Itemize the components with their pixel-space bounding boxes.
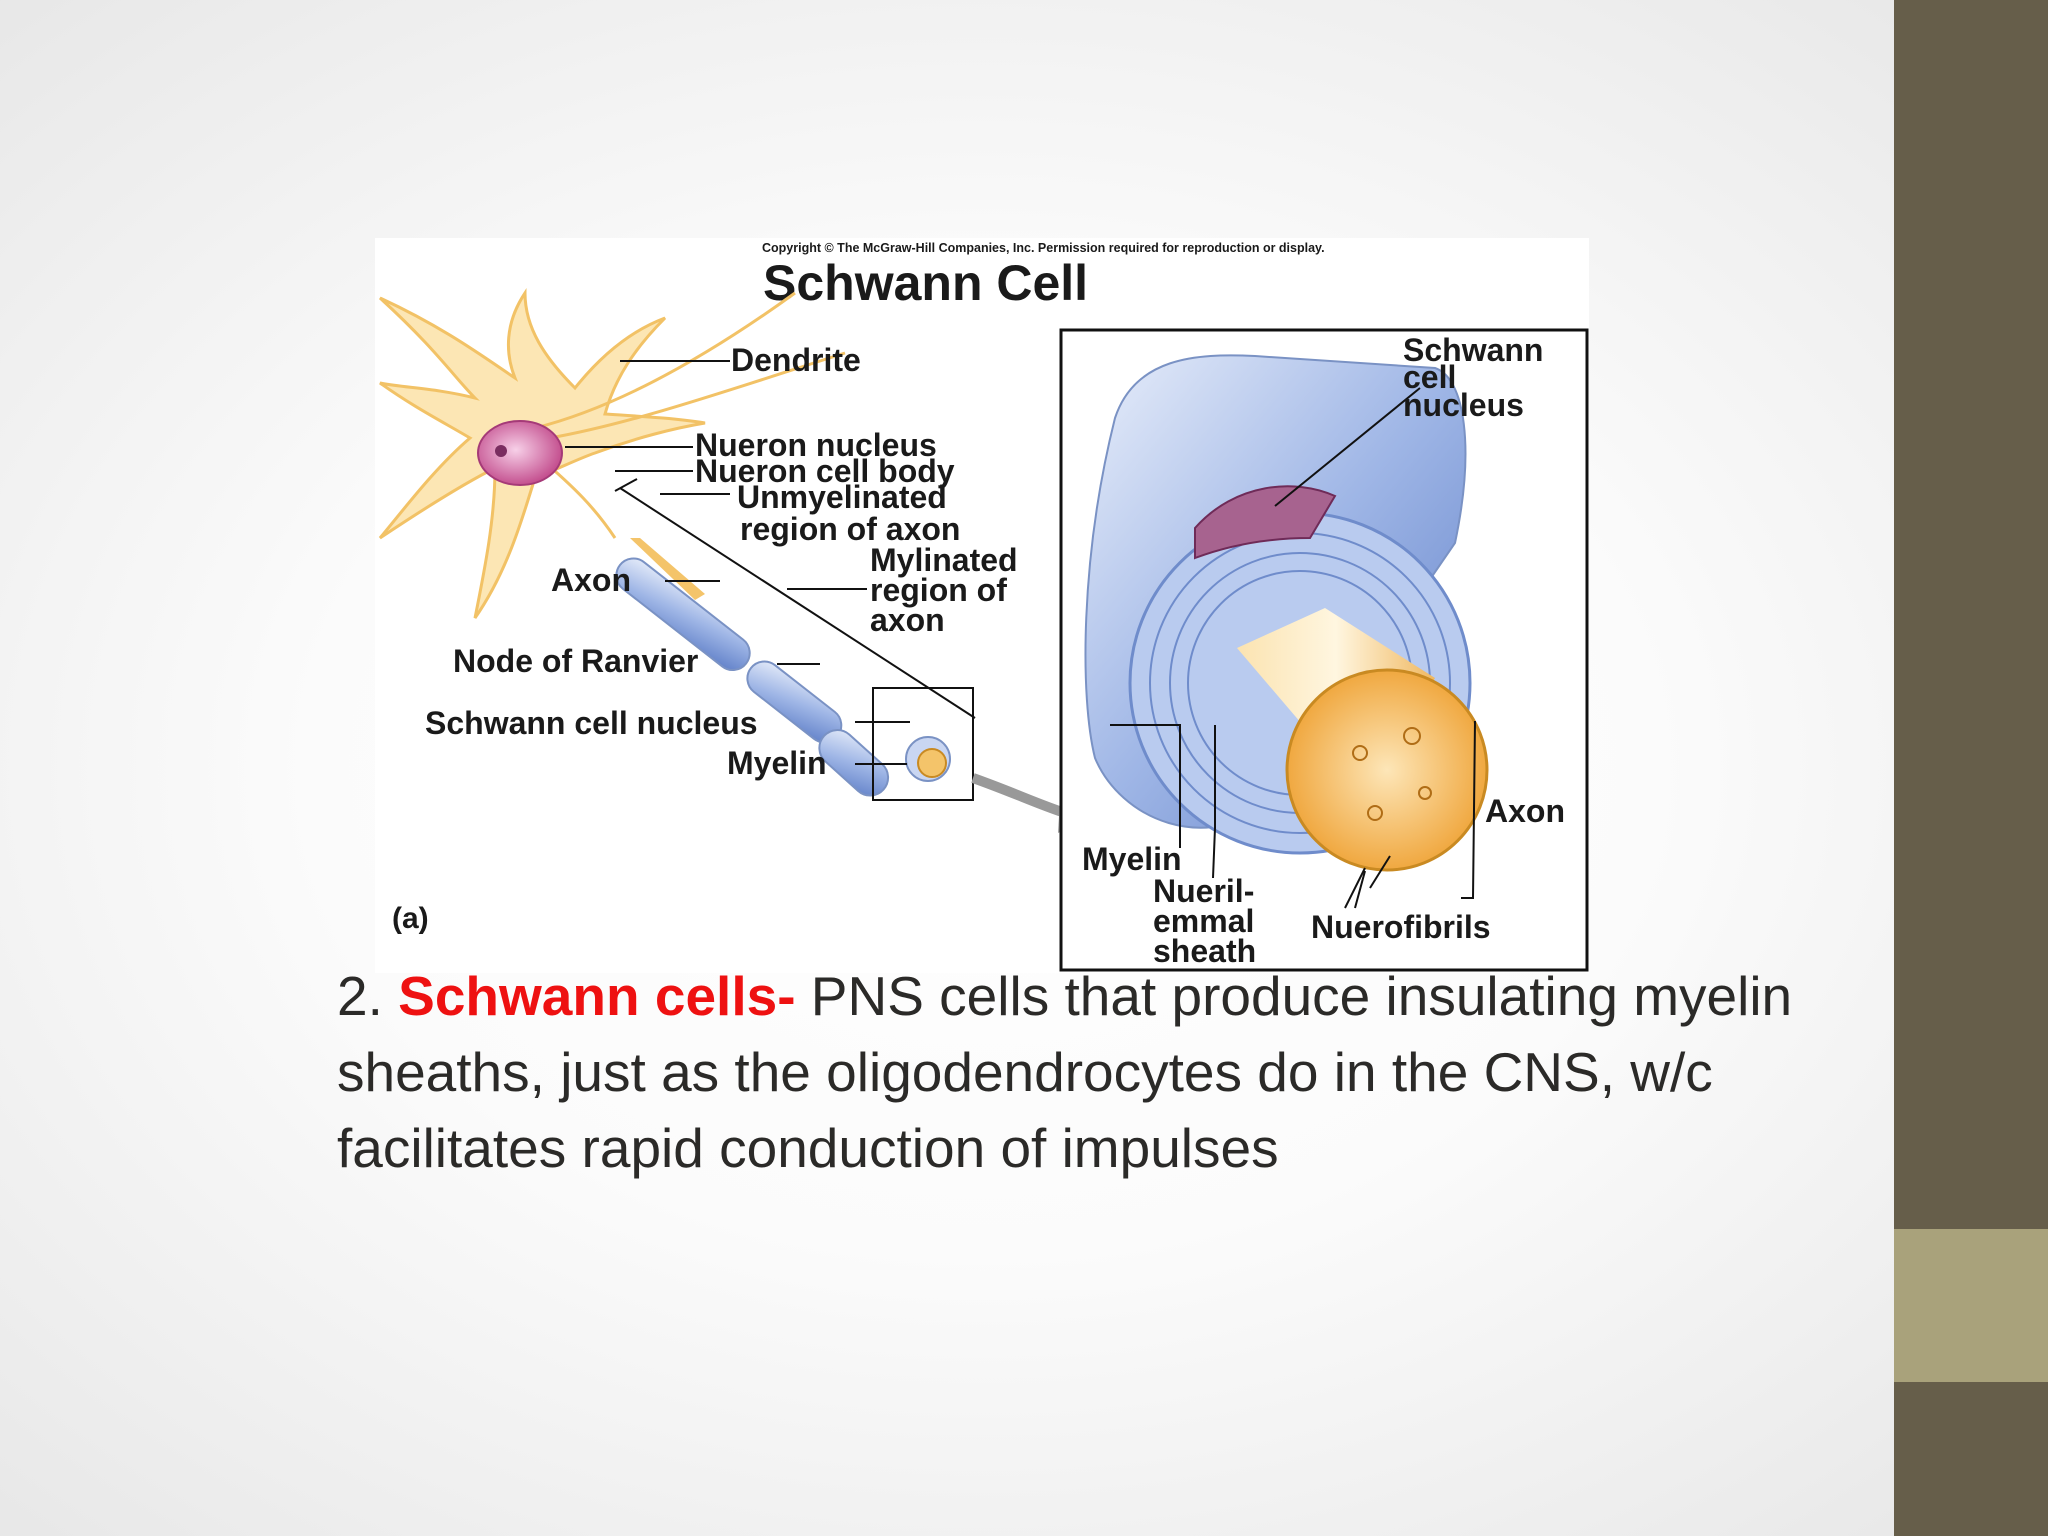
magnified-myelin-sheath xyxy=(1084,354,1489,872)
body-line-1-rest: PNS cells that produce insulating myelin xyxy=(795,965,1793,1027)
body-line-1: 2. Schwann cells- PNS cells that produce… xyxy=(337,958,1847,1034)
label-unmyelinated-2: region of axon xyxy=(740,511,960,547)
label-schwann-1: Schwann xyxy=(1403,332,1543,368)
term-schwann-cells: Schwann cells- xyxy=(398,965,796,1027)
schwann-cell-figure: Copyright © The McGraw-Hill Companies, I… xyxy=(375,238,1589,973)
panel-label: (a) xyxy=(392,902,429,935)
label-neurilemmal-2: emmal xyxy=(1153,903,1254,939)
label-axon-right: Axon xyxy=(1485,793,1565,829)
body-line-2: sheaths, just as the oligodendrocytes do… xyxy=(337,1041,1713,1103)
label-dendrite: Dendrite xyxy=(731,342,861,378)
label-mylinated-1: Mylinated xyxy=(870,542,1018,578)
label-myelin-left: Myelin xyxy=(727,745,827,781)
list-number: 2. xyxy=(337,965,383,1027)
slide-sidebar-accent xyxy=(1894,1229,2048,1382)
label-mylinated-3: axon xyxy=(870,602,945,638)
schwann-cell-diagram: Copyright © The McGraw-Hill Companies, I… xyxy=(378,241,1589,972)
label-neurofibrils: Nuerofibrils xyxy=(1311,909,1491,945)
label-axon-left: Axon xyxy=(551,562,631,598)
label-neurilemmal-1: Nueril- xyxy=(1153,873,1254,909)
leader-lines xyxy=(565,360,1476,909)
label-neuron-nucleus: Nueron nucleus xyxy=(695,427,937,463)
label-unmyelinated-1: Unmyelinated xyxy=(737,479,947,515)
neuron-cell-body xyxy=(378,288,846,619)
label-neurilemmal-3: sheath xyxy=(1153,933,1256,969)
copyright-notice: Copyright © The McGraw-Hill Companies, I… xyxy=(762,241,1325,255)
label-schwann-cell-nucleus-left: Schwann cell nucleus xyxy=(425,705,758,741)
label-mylinated-2: region of xyxy=(870,572,1007,608)
slide-body-text: 2. Schwann cells- PNS cells that produce… xyxy=(337,958,1847,1186)
label-myelin-right: Myelin xyxy=(1082,841,1182,877)
label-schwann-3: nucleus xyxy=(1403,387,1524,423)
label-schwann-2: cell xyxy=(1403,359,1456,395)
figure-title: Schwann Cell xyxy=(763,255,1088,311)
body-line-3: facilitates rapid conduction of impulses xyxy=(337,1117,1279,1179)
label-node-of-ranvier: Node of Ranvier xyxy=(453,643,698,679)
myelinated-axon xyxy=(614,478,1090,833)
label-neuron-cell-body: Nueron cell body xyxy=(695,453,955,489)
